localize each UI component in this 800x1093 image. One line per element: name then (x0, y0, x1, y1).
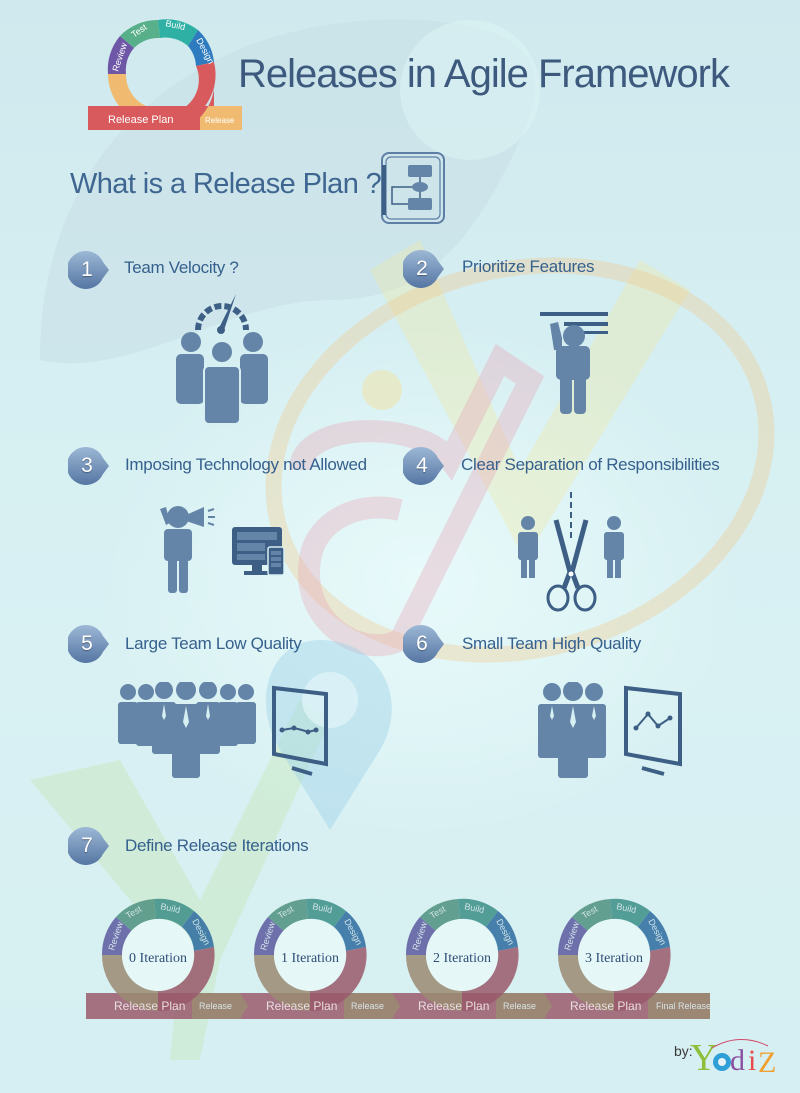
scissors-separating-people-icon (518, 492, 624, 612)
number-badge (68, 624, 109, 663)
page-title: Releases in Agile Framework (238, 52, 730, 96)
svg-text:i: i (748, 1044, 756, 1077)
small-team-rising-chart-icon (538, 682, 682, 778)
item-label: Large Team Low Quality (125, 634, 302, 653)
svg-text:Y: Y (690, 1037, 717, 1079)
iteration-ring-icon: Review Test Build Design (101, 898, 215, 1012)
iteration-cycle-1: Review Test Build Design 1 Iteration Rel… (248, 893, 408, 1023)
iteration-release-plan: Release Plan (418, 999, 490, 1013)
iteration-label: 2 Iteration (433, 951, 491, 966)
number-badge (403, 624, 444, 663)
iteration-release: Release (351, 1001, 385, 1011)
badge-number: 5 (81, 632, 93, 655)
section-title: What is a Release Plan ? (70, 168, 382, 200)
iteration-ring-icon: Review Test Build Design (557, 898, 671, 1012)
flowchart-document-icon (381, 152, 445, 224)
iteration-label: 0 Iteration (129, 951, 187, 966)
svg-text:d: d (730, 1044, 745, 1077)
iteration-release-plan: Release Plan (570, 999, 642, 1013)
badge-number: 1 (81, 258, 93, 281)
iteration-ring-icon: Review Test Build Design (253, 898, 367, 1012)
item-label: Team Velocity ? (124, 258, 239, 277)
logo-release-plan-label: Release Plan (108, 114, 173, 126)
item-label: Small Team High Quality (462, 634, 641, 653)
svg-text:Z: Z (758, 1046, 776, 1079)
large-team-flat-chart-icon (118, 682, 328, 778)
badge-number: 2 (416, 257, 428, 280)
iteration-ring-icon: Review Test Build Design (405, 898, 519, 1012)
item-label: Define Release Iterations (125, 836, 309, 855)
iteration-final-release: Final Release (656, 1001, 712, 1011)
number-badge (403, 249, 444, 288)
number-badge (68, 250, 109, 289)
agile-cycle-logo: Release Plan Release Review Test Build D… (88, 18, 242, 130)
item-label: Prioritize Features (462, 257, 595, 276)
iteration-release: Release (199, 1001, 233, 1011)
badge-number: 3 (81, 454, 93, 477)
yodiz-logo: Y d i Z (690, 1037, 776, 1079)
badge-number: 7 (81, 834, 93, 857)
badge-number: 6 (416, 632, 428, 655)
megaphone-devices-icon (160, 506, 285, 593)
iteration-release-plan: Release Plan (114, 999, 186, 1013)
iteration-label: 1 Iteration (281, 951, 339, 966)
by-label: by: (674, 1043, 693, 1059)
iteration-release: Release (503, 1001, 537, 1011)
team-speedometer-icon (176, 294, 268, 425)
number-badge (68, 446, 109, 485)
item-label: Clear Separation of Responsibilities (461, 455, 720, 474)
iteration-release-plan: Release Plan (266, 999, 338, 1013)
iteration-label: 3 Iteration (585, 951, 643, 966)
logo-release-label: Release (205, 116, 235, 125)
iter-build-label: Build (312, 901, 334, 915)
person-pointing-list-icon (540, 312, 608, 414)
iter-build-label: Build (160, 901, 182, 915)
number-badge (403, 446, 444, 485)
logo-build-label: Build (165, 18, 187, 32)
iteration-cycle-0: Review Test Build Design 0 Iteration Rel… (96, 893, 256, 1023)
number-badge (68, 826, 109, 865)
iter-build-label: Build (464, 901, 486, 915)
iter-build-label: Build (616, 901, 638, 915)
iteration-cycle-2: Review Test Build Design 2 Iteration Rel… (400, 893, 560, 1023)
badge-number: 4 (416, 454, 428, 477)
item-label: Imposing Technology not Allowed (125, 455, 367, 474)
iteration-cycle-3: Review Test Build Design 3 Iteration Rel… (552, 893, 712, 1023)
